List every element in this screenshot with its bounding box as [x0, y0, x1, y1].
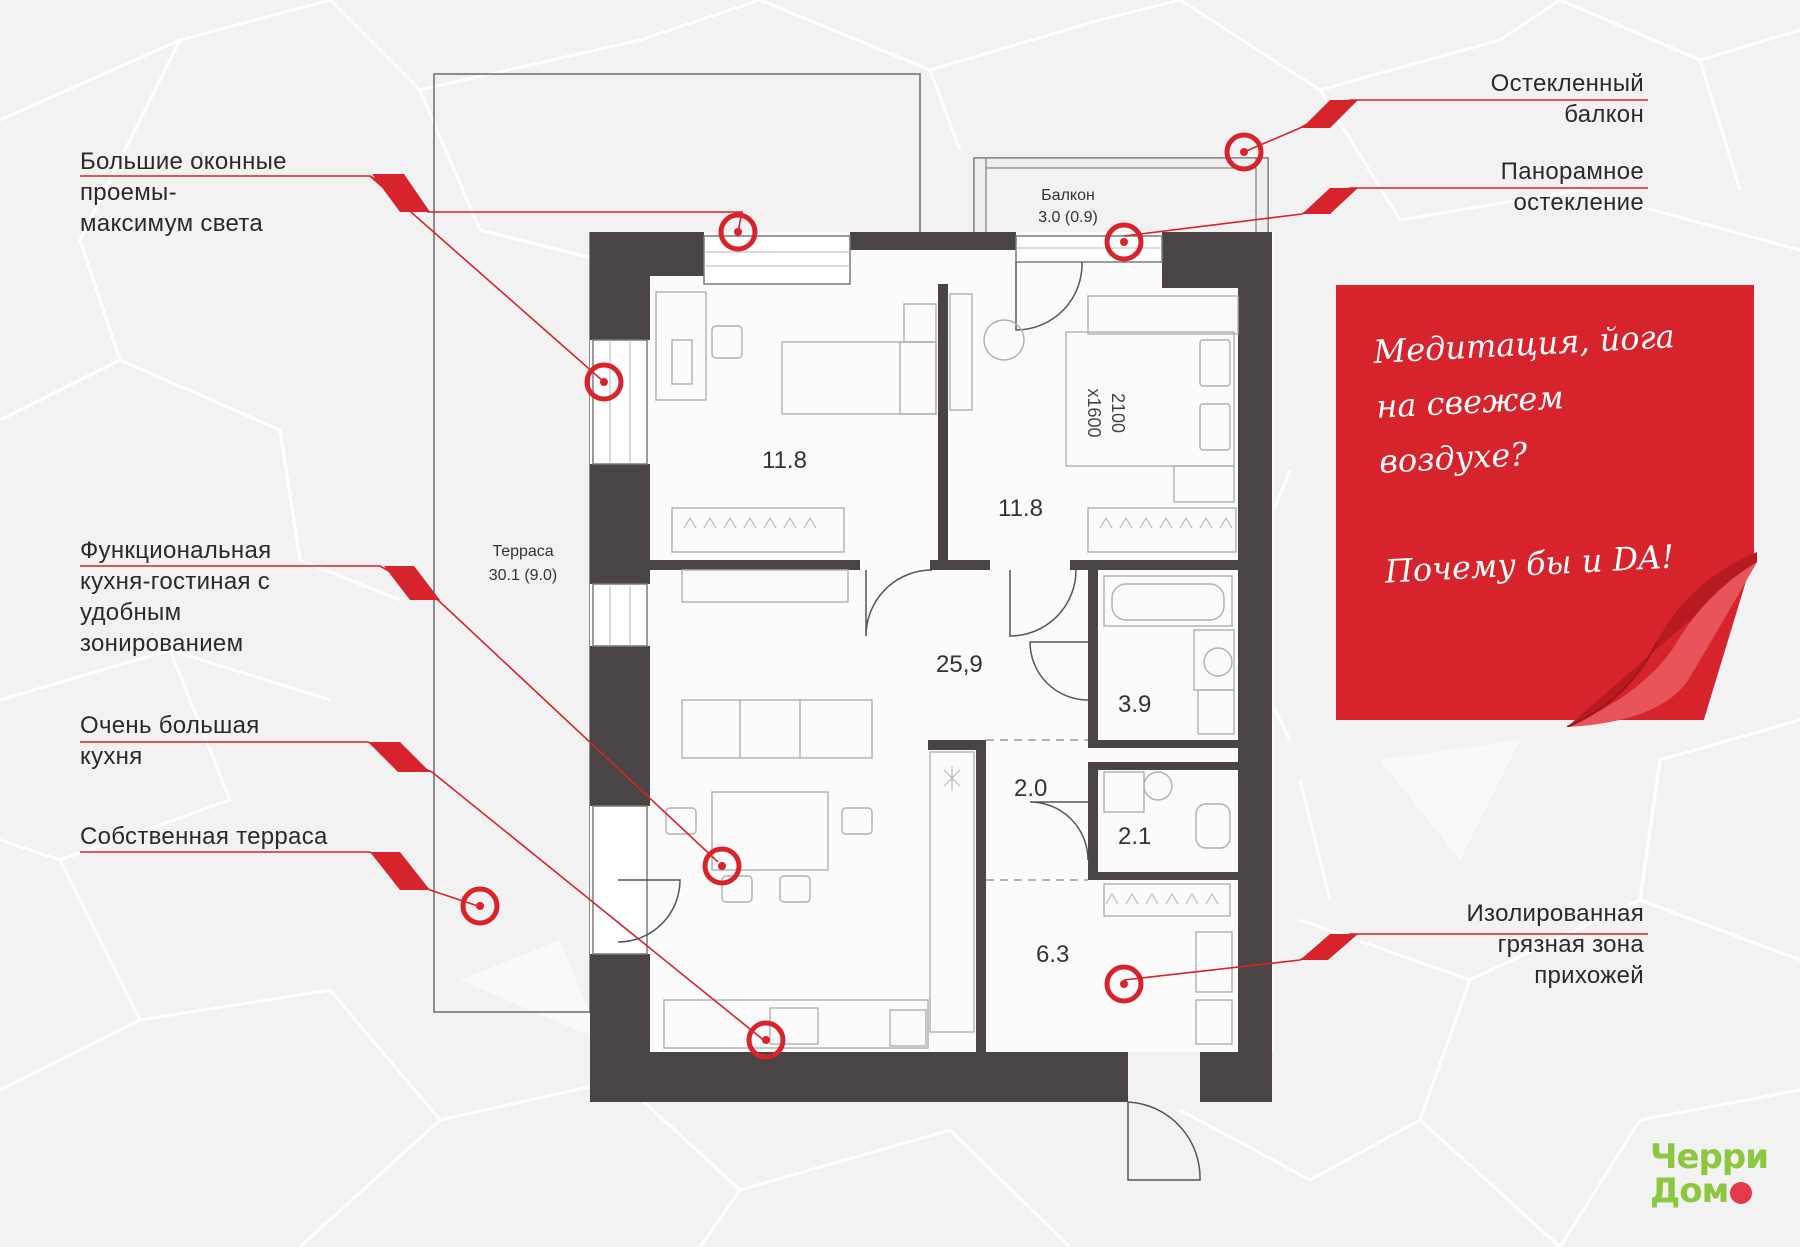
room-area-living: 25,9	[936, 651, 983, 678]
callout-line: кухня	[80, 743, 143, 770]
balcony	[973, 157, 1269, 235]
outer-walls	[590, 232, 1272, 1102]
bed-size-1: 2100	[1108, 393, 1128, 433]
callout-line: удобным	[80, 599, 182, 626]
callout-line: зонированием	[80, 630, 244, 657]
logo-line-2: Дом	[1650, 1171, 1729, 1211]
logo-line-1: Черри	[1650, 1137, 1769, 1177]
target-marker	[1104, 964, 1144, 1004]
logo: Черри Дом	[1650, 1140, 1780, 1208]
target-marker	[1104, 222, 1144, 262]
callout-line: Остекленный	[1490, 70, 1644, 97]
callout-panoramic-glazing: Панорамное остекление	[1501, 156, 1644, 218]
callout-line: Изолированная	[1466, 900, 1644, 927]
callout-kitchen-living: Функциональная кухня-гостиная с удобным …	[80, 535, 271, 659]
callout-large-windows: Большие оконные проемы- максимум света	[80, 146, 287, 239]
callout-line: остекление	[1513, 189, 1644, 216]
balcony-area: 3.0 (0.9)	[1038, 209, 1098, 226]
room-area-bedroom-right: 11.8	[998, 495, 1043, 522]
callout-line: прихожей	[1534, 962, 1644, 989]
furniture	[655, 291, 1239, 1049]
target-marker	[1224, 132, 1264, 172]
windows	[592, 235, 1163, 955]
doors	[617, 261, 1201, 1181]
bed-size-2: x1600	[1084, 388, 1104, 437]
note-page-curl	[1567, 552, 1757, 727]
callout-line: Функциональная	[80, 537, 272, 564]
terrace-area: 30.1 (9.0)	[489, 567, 557, 584]
note-text: Медитация, йога на свежем воздухе? Почем…	[1372, 306, 1746, 599]
callout-line: Большие оконные	[80, 148, 287, 175]
interior-walls	[650, 284, 1240, 1052]
callout-line: кухня-гостиная с	[80, 568, 271, 595]
target-marker	[460, 886, 500, 926]
room-area-entry: 6.3	[1036, 941, 1069, 968]
target-marker	[746, 1020, 786, 1060]
callout-accents	[368, 100, 1358, 960]
logo-cherry-icon	[1730, 1181, 1753, 1204]
target-markers	[460, 132, 1264, 1060]
callout-glazed-balcony: Остекленный балкон	[1491, 68, 1644, 130]
callout-own-terrace: Собственная терраса	[80, 821, 328, 852]
room-area-wc: 2.1	[1118, 823, 1151, 850]
callout-line: максимум света	[80, 210, 263, 237]
balcony-name: Балкон	[1041, 187, 1095, 204]
callout-dirty-zone: Изолированная грязная зона прихожей	[1467, 898, 1645, 991]
callout-line: проемы-	[80, 179, 177, 206]
target-marker	[702, 846, 742, 886]
target-marker	[584, 362, 624, 402]
room-area-bath: 3.9	[1118, 691, 1151, 718]
room-area-hall: 2.0	[1014, 775, 1047, 802]
room-area-bedroom-left: 11.8	[762, 447, 807, 474]
callout-line: Очень большая	[80, 712, 260, 739]
callout-big-kitchen: Очень большая кухня	[80, 710, 260, 772]
callout-line: Панорамное	[1500, 158, 1644, 185]
target-marker	[718, 212, 758, 252]
callout-line: Собственная терраса	[80, 823, 328, 850]
callout-line: балкон	[1564, 101, 1644, 128]
terrace-name: Терраса	[492, 543, 553, 560]
callout-line: грязная зона	[1497, 931, 1644, 958]
